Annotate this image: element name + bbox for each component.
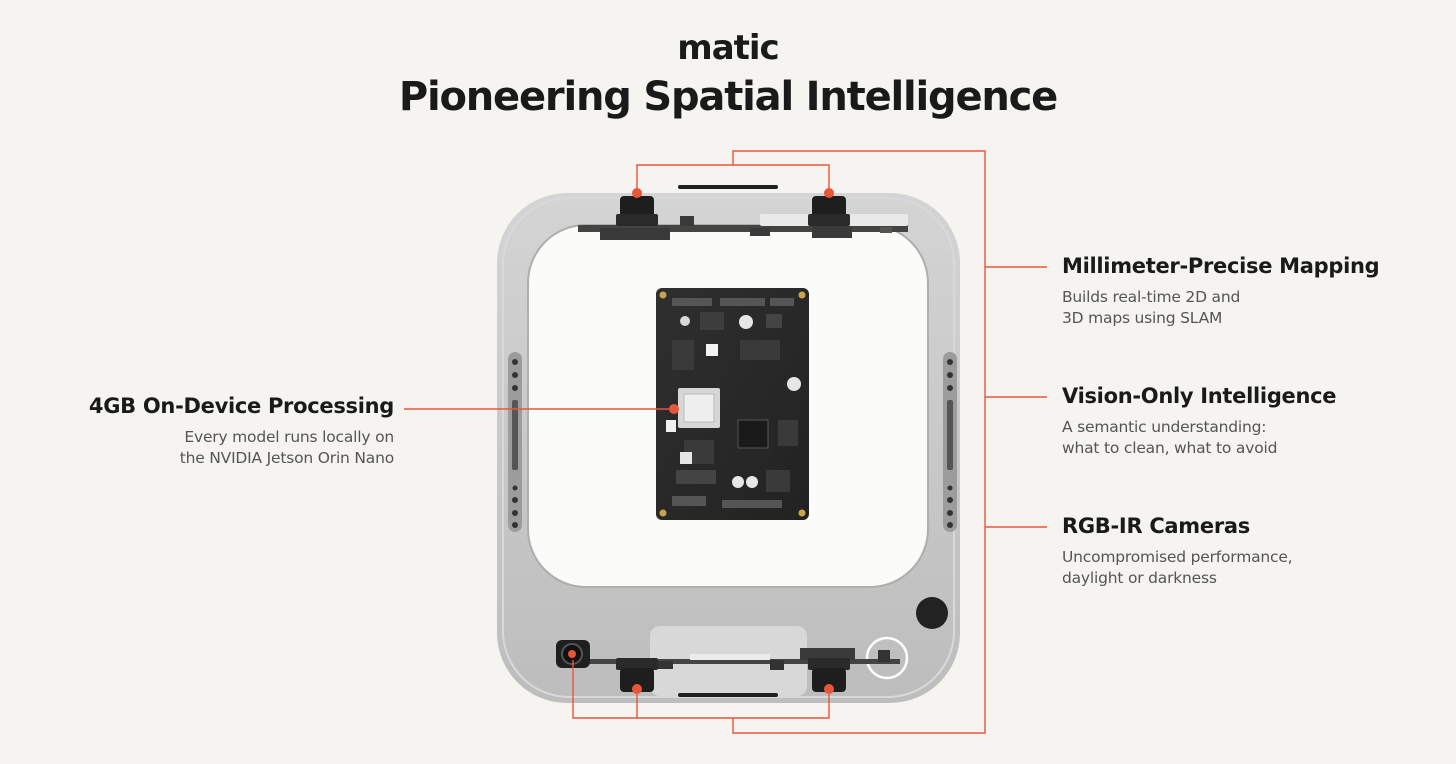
feature-mapping-desc: Builds real-time 2D and 3D maps using SL… — [1062, 287, 1379, 329]
left-sensor-strip — [508, 352, 522, 532]
feature-cameras: RGB-IR Cameras Uncompromised performance… — [1062, 514, 1293, 589]
bottom-sensor-bar — [580, 648, 900, 670]
feature-vision-desc-line: what to clean, what to avoid — [1062, 439, 1278, 457]
camera-top-left — [616, 188, 658, 226]
feature-mapping-title: Millimeter-Precise Mapping — [1062, 254, 1380, 278]
camera-front — [556, 640, 590, 668]
feature-mapping-desc-line: Builds real-time 2D and — [1062, 288, 1241, 306]
camera-bottom-right — [808, 658, 850, 694]
feature-cameras-desc: Uncompromised performance, daylight or d… — [1062, 547, 1293, 589]
feature-processing-desc: Every model runs locally on the NVIDIA J… — [89, 427, 394, 469]
feature-cameras-desc-line: Uncompromised performance, — [1062, 548, 1293, 566]
feature-processing-title: 4GB On-Device Processing — [88, 394, 394, 418]
brand-logo: matic — [677, 28, 779, 68]
feature-processing: 4GB On-Device Processing Every model run… — [89, 394, 394, 469]
feature-vision: Vision-Only Intelligence A semantic unde… — [1062, 384, 1337, 459]
callout-lines — [404, 150, 1047, 734]
feature-vision-desc: A semantic understanding: what to clean,… — [1062, 417, 1336, 459]
feature-cameras-title: RGB-IR Cameras — [1062, 514, 1250, 538]
jetson-board — [656, 288, 809, 520]
feature-vision-desc-line: A semantic understanding: — [1062, 418, 1267, 436]
feature-cameras-desc-line: daylight or darkness — [1062, 569, 1217, 587]
feature-mapping-desc-line: 3D maps using SLAM — [1062, 309, 1223, 327]
camera-top-right — [808, 188, 850, 226]
feature-processing-desc-line: the NVIDIA Jetson Orin Nano — [179, 449, 394, 467]
top-sensor-bar — [578, 214, 908, 240]
camera-bottom-left — [616, 658, 658, 694]
right-sensor-strip — [943, 352, 957, 532]
feature-vision-title: Vision-Only Intelligence — [1062, 384, 1337, 408]
feature-processing-desc-line: Every model runs locally on — [184, 428, 394, 446]
page-title: Pioneering Spatial Intelligence — [398, 74, 1058, 120]
feature-mapping: Millimeter-Precise Mapping Builds real-t… — [1062, 254, 1380, 329]
